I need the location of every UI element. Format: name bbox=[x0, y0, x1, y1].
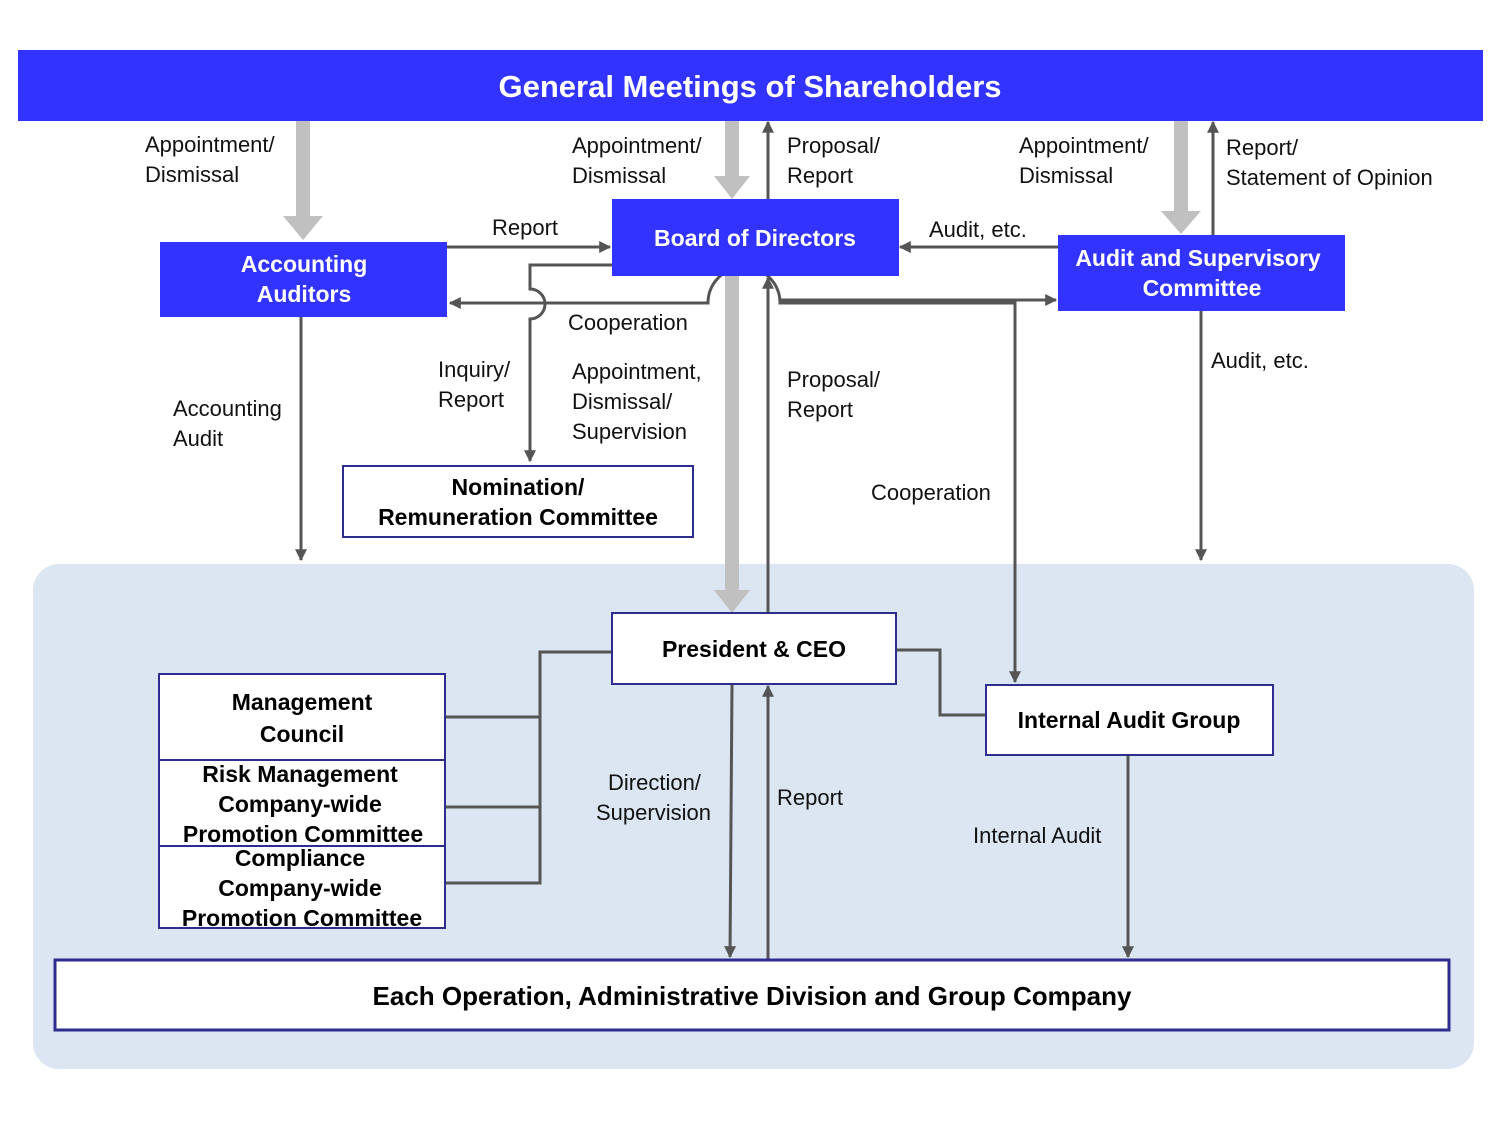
label-cooperation-top: Cooperation bbox=[568, 310, 688, 335]
compliance-committee-line1: Compliance bbox=[235, 845, 365, 871]
label-direction-2: Supervision bbox=[596, 800, 711, 825]
president-box bbox=[611, 612, 897, 685]
label-appointment-supervision-2: Dismissal/ bbox=[572, 389, 673, 414]
shareholders-title: General Meetings of Shareholders bbox=[498, 69, 1001, 104]
label-direction-1: Direction/ bbox=[608, 770, 702, 795]
thick-arrows bbox=[283, 120, 1201, 613]
label-report-acc: Report bbox=[492, 215, 558, 240]
operations-title: Each Operation, Administrative Division … bbox=[373, 981, 1132, 1011]
president-title: President & CEO bbox=[662, 636, 846, 662]
label-appointment-center-2: Dismissal bbox=[572, 163, 666, 188]
label-inquiry-2: Report bbox=[438, 387, 504, 412]
label-report-bottom: Report bbox=[777, 785, 843, 810]
label-appointment-left-1: Appointment/ bbox=[145, 132, 276, 157]
thick-arrow-head-left bbox=[283, 216, 323, 240]
arrow-labels: Appointment/ Dismissal Appointment/ Dism… bbox=[145, 132, 1433, 848]
label-accounting-audit-1: Accounting bbox=[173, 396, 282, 421]
management-council-line2: Council bbox=[260, 721, 344, 747]
label-appointment-supervision-1: Appointment, bbox=[572, 359, 702, 384]
thick-arrow-head-board-ceo bbox=[714, 590, 750, 613]
shareholders-box bbox=[18, 50, 1483, 121]
label-appointment-center-1: Appointment/ bbox=[572, 133, 703, 158]
risk-committee-line1: Risk Management bbox=[202, 761, 398, 787]
label-audit-etc-board: Audit, etc. bbox=[929, 217, 1027, 242]
arrow-direction-supervision bbox=[724, 683, 737, 959]
link-ceo-internal-audit bbox=[896, 648, 986, 717]
operations-box bbox=[53, 958, 1451, 1032]
compliance-committee-line3: Promotion Committee bbox=[182, 905, 422, 931]
label-accounting-audit-2: Audit bbox=[173, 426, 223, 451]
label-appointment-supervision-3: Supervision bbox=[572, 419, 687, 444]
audit-committee-box bbox=[1058, 235, 1345, 311]
bracket-ceo-committees bbox=[446, 650, 612, 885]
label-internal-audit: Internal Audit bbox=[973, 823, 1101, 848]
board-title: Board of Directors bbox=[654, 225, 856, 251]
label-appointment-right-2: Dismissal bbox=[1019, 163, 1113, 188]
label-report-opinion-2: Statement of Opinion bbox=[1226, 165, 1433, 190]
risk-committee-line2: Company-wide bbox=[218, 791, 382, 817]
risk-committee-line3: Promotion Committee bbox=[183, 821, 423, 847]
label-inquiry-1: Inquiry/ bbox=[438, 357, 511, 382]
label-proposal-top-1: Proposal/ bbox=[787, 133, 881, 158]
management-council-box bbox=[158, 673, 446, 761]
label-report-opinion-1: Report/ bbox=[1226, 135, 1299, 160]
nomination-line2: Remuneration Committee bbox=[378, 504, 658, 530]
accounting-auditors-line1: Accounting bbox=[241, 251, 368, 277]
label-cooperation-right: Cooperation bbox=[871, 480, 991, 505]
management-council-line1: Management bbox=[232, 689, 373, 715]
thick-arrow-head-right bbox=[1161, 211, 1201, 234]
audit-committee-line1: Audit and Supervisory bbox=[1075, 245, 1321, 271]
label-proposal-top-2: Report bbox=[787, 163, 853, 188]
label-audit-etc-right: Audit, etc. bbox=[1211, 348, 1309, 373]
compliance-committee-line2: Company-wide bbox=[218, 875, 382, 901]
nomination-box bbox=[342, 465, 694, 538]
audit-committee-line2: Committee bbox=[1143, 275, 1262, 301]
label-appointment-left-2: Dismissal bbox=[145, 162, 239, 187]
risk-committee-box bbox=[158, 759, 446, 847]
board-box bbox=[612, 199, 899, 276]
label-proposal-mid-1: Proposal/ bbox=[787, 367, 881, 392]
internal-audit-group-box bbox=[985, 684, 1274, 756]
label-appointment-right-1: Appointment/ bbox=[1019, 133, 1150, 158]
nomination-line1: Nomination/ bbox=[452, 474, 585, 500]
compliance-committee-box bbox=[158, 845, 446, 929]
accounting-auditors-line2: Auditors bbox=[257, 281, 352, 307]
connectors bbox=[295, 120, 1219, 960]
accounting-auditors-box bbox=[160, 242, 447, 317]
thick-arrow-head-center bbox=[714, 176, 750, 199]
internal-audit-group-title: Internal Audit Group bbox=[1018, 707, 1241, 733]
label-proposal-mid-2: Report bbox=[787, 397, 853, 422]
